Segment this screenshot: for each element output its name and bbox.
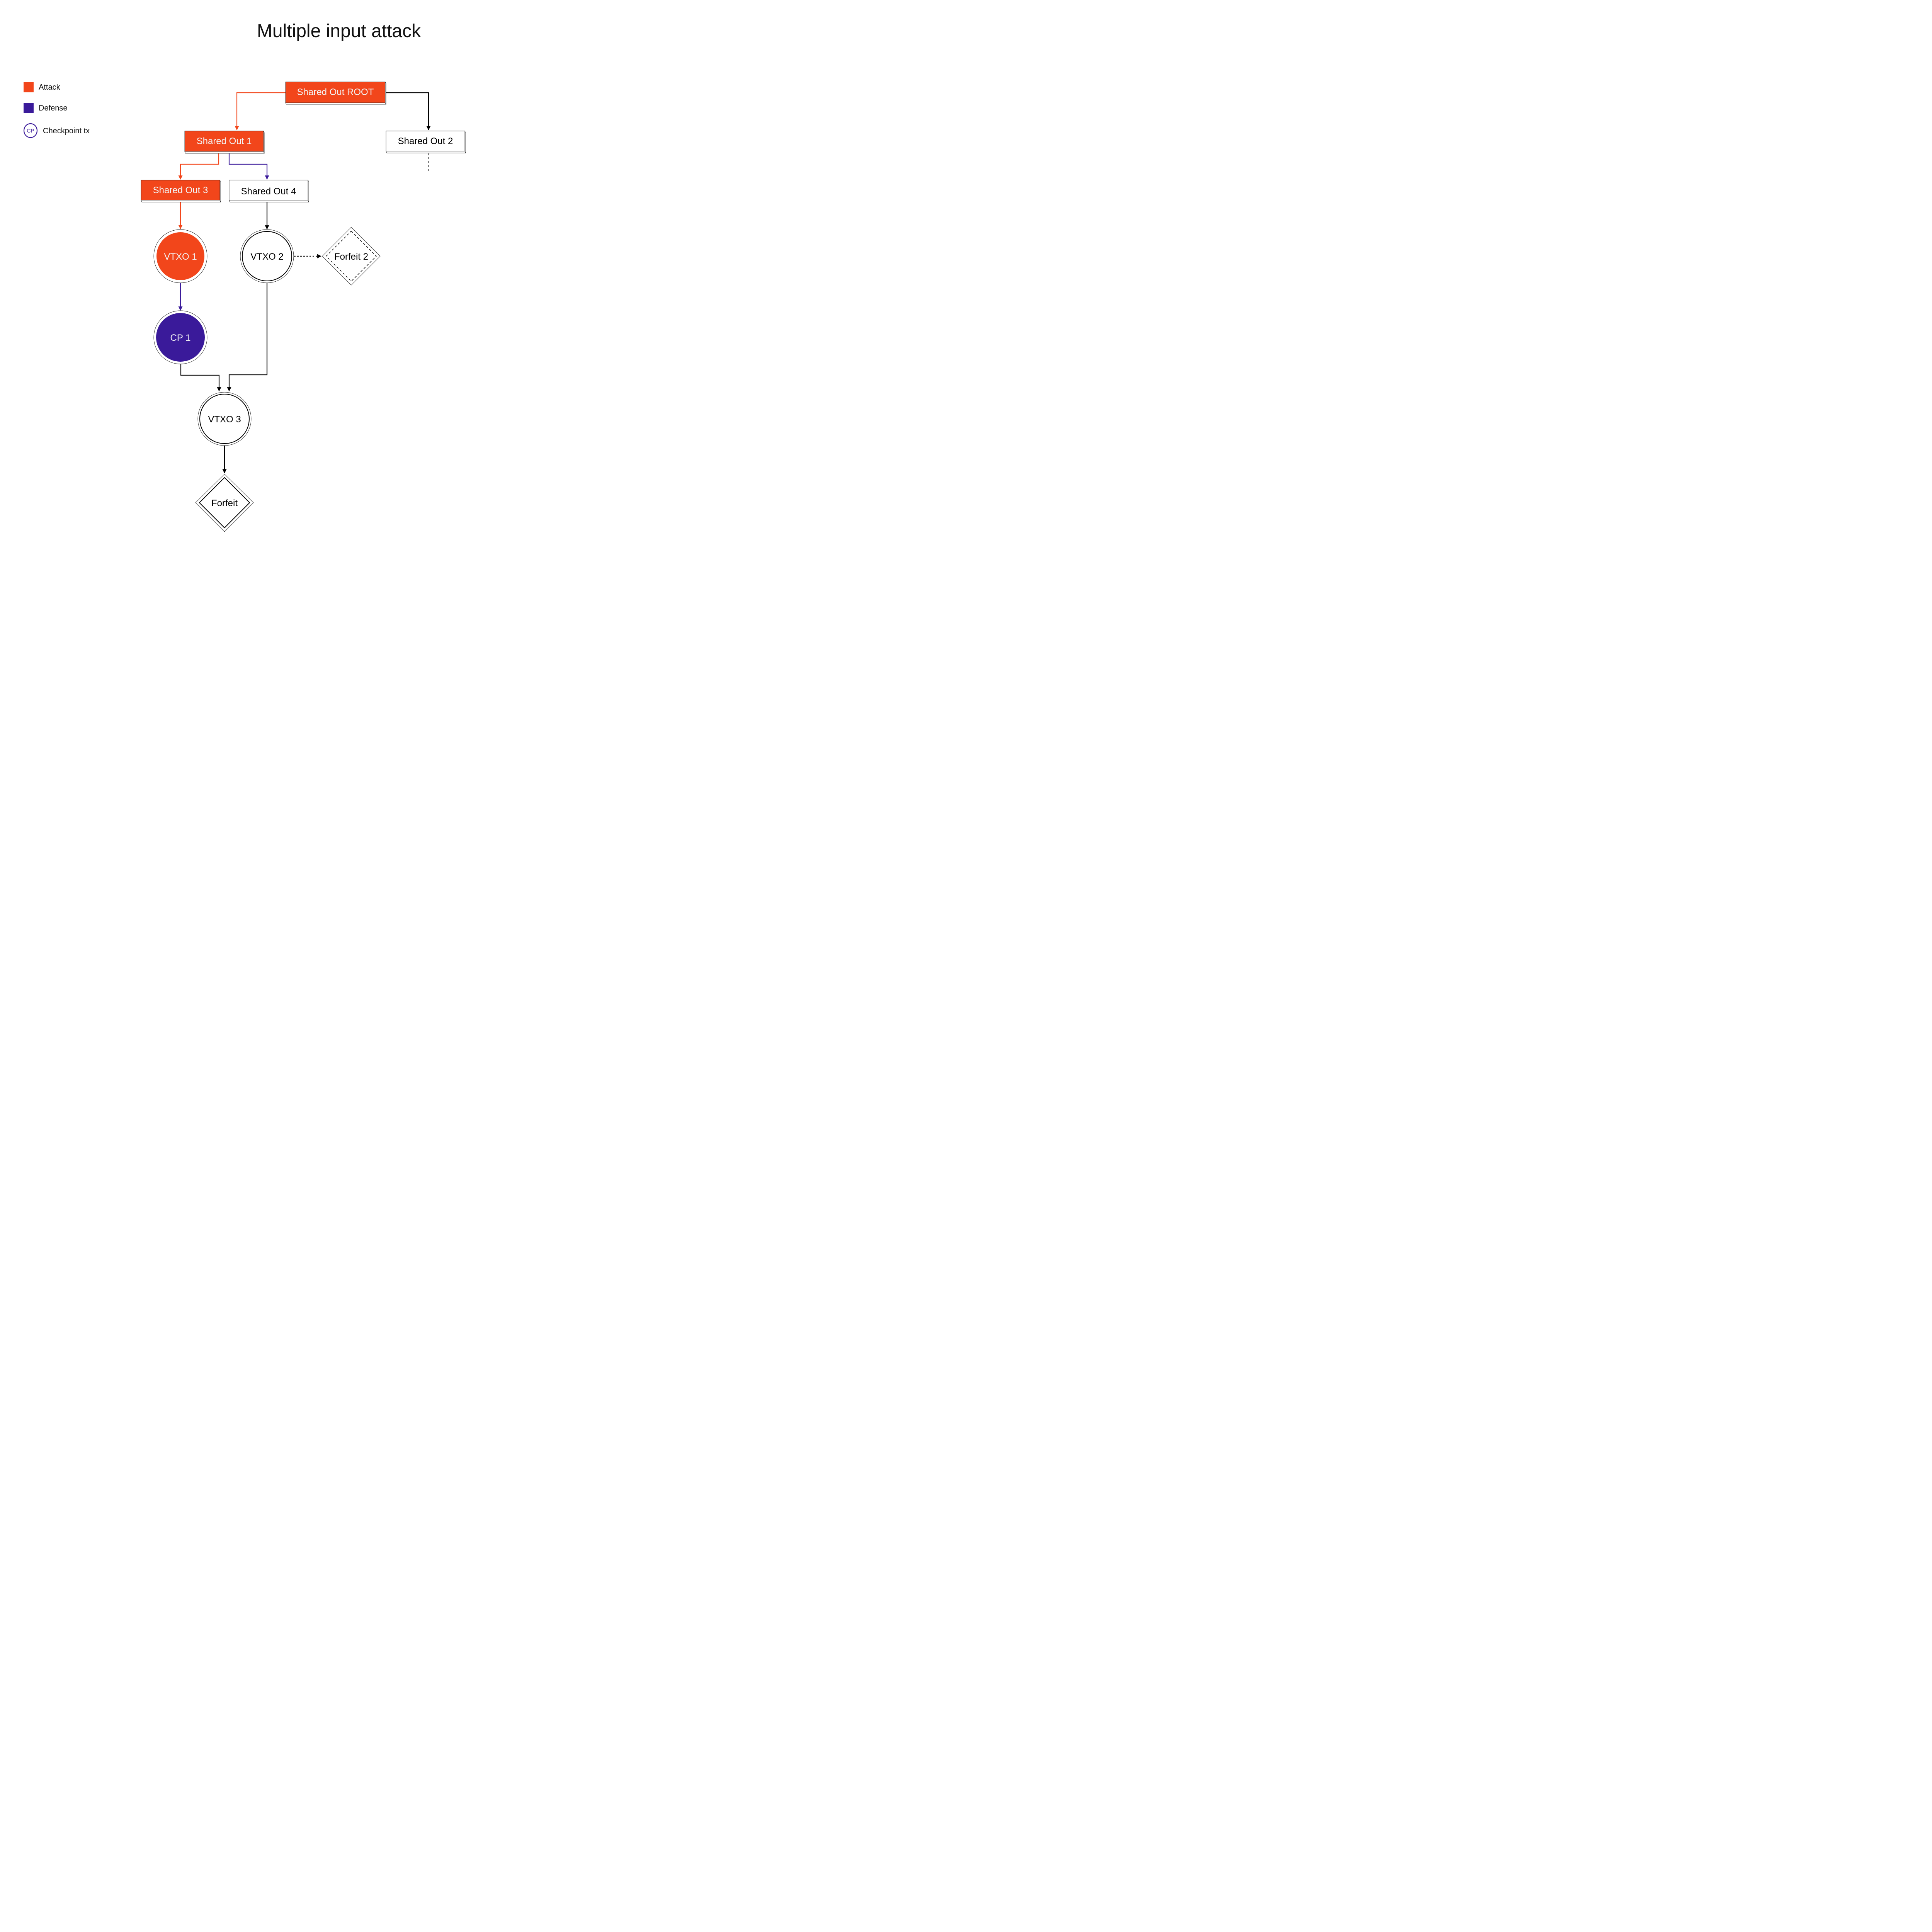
edges	[178, 92, 431, 474]
node-cp-1[interactable]: CP 1	[153, 310, 207, 364]
legend: Attack Defense CP Checkpoint tx	[23, 82, 90, 138]
defense-swatch-icon	[24, 103, 34, 113]
legend-item-defense: Defense	[24, 103, 68, 113]
node-label-vtxo-1: VTXO 1	[164, 252, 197, 262]
edge-shared-out-1-to-shared-out-3	[178, 153, 219, 180]
legend-item-checkpoint: CP Checkpoint tx	[23, 123, 90, 138]
node-label-cp-1: CP 1	[170, 333, 191, 343]
node-shared-out-4[interactable]: Shared Out 4	[229, 180, 309, 202]
node-vtxo-2[interactable]: VTXO 2	[240, 229, 294, 283]
node-vtxo-1[interactable]: VTXO 1	[153, 229, 207, 283]
node-label-vtxo-3: VTXO 3	[208, 414, 241, 425]
legend-item-attack: Attack	[24, 82, 61, 92]
svg-text:CP: CP	[27, 128, 34, 134]
node-label-shared-out-root: Shared Out ROOT	[297, 87, 374, 97]
node-shared-out-root[interactable]: Shared Out ROOT	[285, 82, 386, 105]
node-label-shared-out-4: Shared Out 4	[241, 186, 296, 197]
node-label-shared-out-2: Shared Out 2	[398, 136, 453, 146]
node-shared-out-1[interactable]: Shared Out 1	[184, 131, 265, 154]
edge-shared-out-1-to-shared-out-4	[228, 153, 269, 180]
node-label-shared-out-1: Shared Out 1	[197, 136, 252, 146]
edge-cp-1-to-vtxo-3	[180, 364, 221, 392]
diagram-title: Multiple input attack	[257, 21, 421, 41]
legend-label-attack: Attack	[39, 83, 61, 92]
edge-root-to-shared-out-1	[235, 92, 286, 131]
node-label-vtxo-2: VTXO 2	[250, 252, 283, 262]
attack-swatch-icon	[24, 82, 34, 92]
node-forfeit[interactable]: Forfeit	[195, 474, 254, 532]
node-shared-out-2[interactable]: Shared Out 2	[386, 131, 466, 153]
checkpoint-icon: CP	[23, 123, 38, 138]
node-label-forfeit: Forfeit	[211, 498, 238, 509]
node-shared-out-3[interactable]: Shared Out 3	[141, 180, 221, 202]
edge-root-to-shared-out-2	[386, 92, 431, 131]
node-label-forfeit-2: Forfeit 2	[334, 252, 368, 262]
legend-label-checkpoint: Checkpoint tx	[43, 127, 90, 135]
edge-vtxo-2-to-vtxo-3	[227, 282, 268, 392]
node-label-shared-out-3: Shared Out 3	[153, 185, 208, 196]
node-forfeit-2[interactable]: Forfeit 2	[322, 227, 381, 286]
node-vtxo-3[interactable]: VTXO 3	[197, 392, 252, 446]
diagram-canvas: Multiple input attack Attack Defense CP …	[23, 21, 466, 532]
legend-label-defense: Defense	[39, 104, 68, 112]
